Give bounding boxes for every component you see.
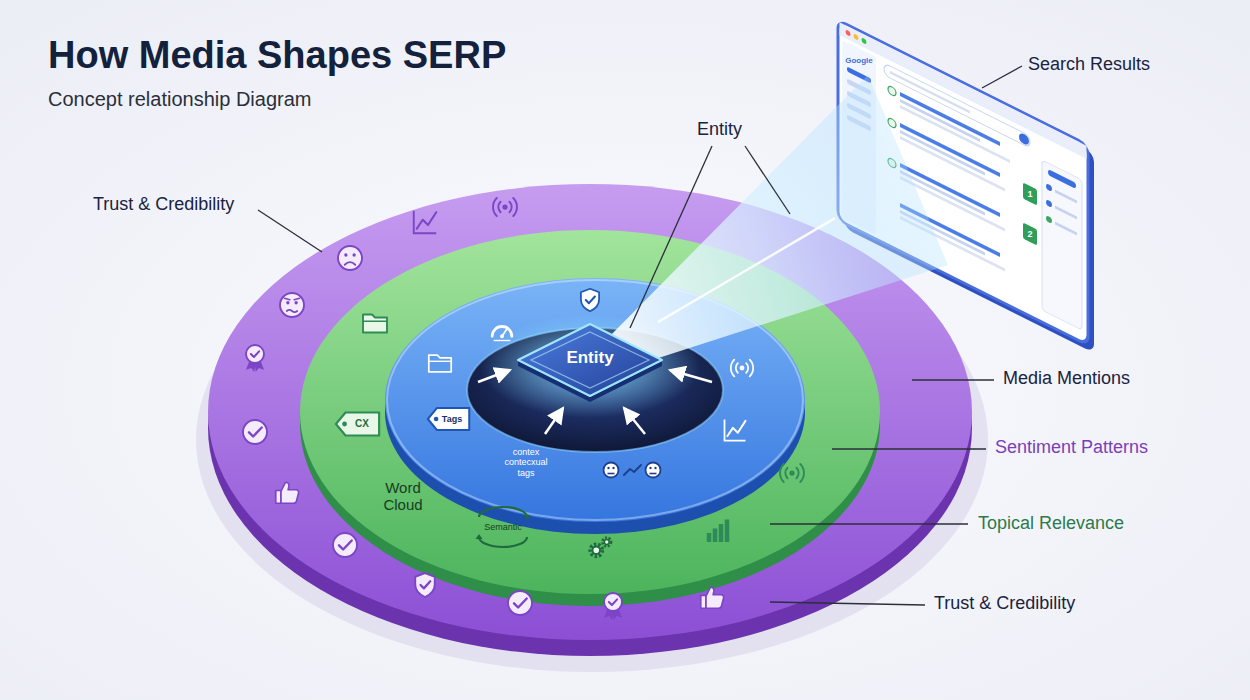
node-text: Entity <box>566 348 613 368</box>
beam-connector <box>658 218 835 322</box>
leader-line <box>912 379 994 380</box>
signal-icon <box>493 198 517 216</box>
gauge-icon <box>492 327 512 341</box>
tag-text: CX <box>355 418 369 430</box>
node-text: Search Results <box>1028 54 1150 76</box>
window-dot <box>846 29 851 36</box>
inflow-arrow <box>545 408 563 434</box>
tag-icon <box>336 412 379 435</box>
leader-line <box>832 448 986 449</box>
search-button <box>1019 131 1029 146</box>
signal-icon <box>731 360 753 377</box>
ring-label: Media Mentions <box>1003 368 1130 389</box>
search-results-window: Search Results <box>835 18 1095 348</box>
icon-caption: contex contecxual tags <box>495 447 557 478</box>
callout-label: Entity <box>697 119 742 140</box>
tag-text: Tags <box>442 414 462 424</box>
chip-top <box>518 324 662 396</box>
gears-icon <box>590 538 611 556</box>
icon-caption: Semantic <box>484 522 522 532</box>
light-beam <box>606 75 948 362</box>
leader-line <box>630 146 712 328</box>
ring-label: Trust & Credibility <box>93 194 234 215</box>
leader-line <box>770 602 925 605</box>
leader-line <box>770 523 968 524</box>
folder-icon <box>363 315 387 333</box>
award-icon <box>246 345 264 372</box>
panel-button <box>1048 169 1076 189</box>
bars-icon <box>707 520 730 543</box>
shield-icon <box>581 289 599 311</box>
ring-label: Trust & Credibility <box>934 593 1075 614</box>
result-line <box>900 130 985 175</box>
ring-label: Sentiment Patterns <box>995 437 1148 458</box>
logo-text: Google <box>845 56 873 65</box>
shield-icon <box>415 573 435 597</box>
chip-inner <box>531 332 649 388</box>
panel-dot <box>1046 215 1052 224</box>
panel-dot <box>1046 199 1052 208</box>
rank-number: 1 <box>1027 189 1032 199</box>
tag-icon <box>428 408 469 430</box>
result-marker <box>888 85 896 97</box>
award-icon <box>604 593 622 620</box>
panel-line <box>1055 189 1077 203</box>
thumbs-up-icon <box>701 587 724 608</box>
inflow-arrow <box>624 408 645 434</box>
window-dot <box>862 37 867 44</box>
thumbs-up-icon <box>276 482 299 503</box>
check-badge-icon <box>243 420 267 444</box>
inflow-arrow <box>670 370 712 382</box>
side-panel <box>1042 160 1082 330</box>
panel-dot <box>1046 183 1052 192</box>
check-badge-icon <box>333 533 357 557</box>
entity-chip: Entity <box>515 322 665 402</box>
panel-line <box>1055 221 1077 235</box>
rank-number: 2 <box>1027 229 1032 239</box>
rank-box <box>1023 182 1037 205</box>
cycle-icon <box>476 507 531 547</box>
faces-icon <box>604 463 661 478</box>
chart-icon <box>725 420 746 441</box>
rank-box <box>1023 222 1037 245</box>
result-line <box>900 136 1005 191</box>
panel-line <box>1055 205 1077 219</box>
folder-icon <box>429 355 451 372</box>
leader-line <box>258 210 322 252</box>
leader-line <box>745 146 790 214</box>
icon-caption: Word Cloud <box>368 479 438 514</box>
worried-face-icon <box>280 293 304 317</box>
diagram-title: How Media Shapes SERP <box>48 34 506 77</box>
window-dot <box>854 33 859 40</box>
signal-icon <box>780 464 804 482</box>
result-line <box>900 99 980 142</box>
leader-line <box>982 66 1022 88</box>
result-line <box>900 123 1000 177</box>
sad-face-icon <box>338 246 362 270</box>
diagram-subtitle: Concept relationship Diagram <box>48 88 311 111</box>
ring-label: Topical Relevance <box>978 513 1124 534</box>
check-badge-icon <box>508 591 532 615</box>
chart-icon <box>414 211 437 234</box>
inflow-arrow <box>478 370 510 382</box>
